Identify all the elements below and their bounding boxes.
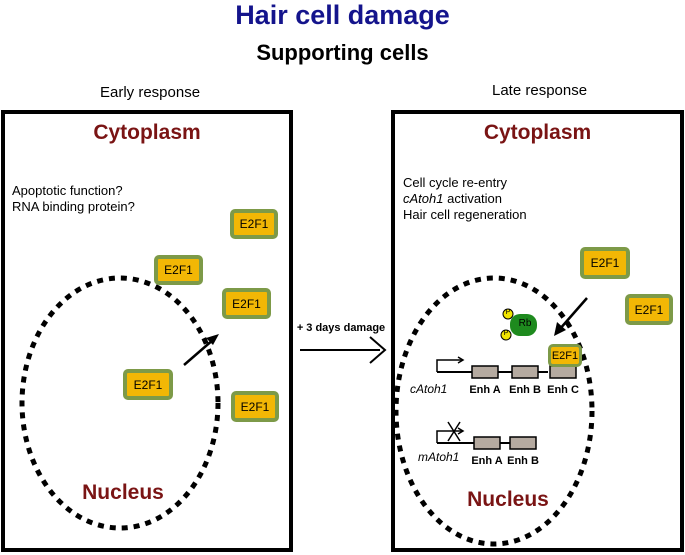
phospho-group-2	[500, 329, 512, 341]
late-note-line: Cell cycle re-entry	[403, 175, 508, 190]
enhancer-label: Enh B	[509, 384, 541, 396]
rb-protein	[510, 314, 537, 336]
e2f1-protein: E2F1	[230, 209, 278, 239]
late-note-line: cAtoh1 activation	[403, 191, 527, 207]
enhancer-label: Enh C	[547, 384, 579, 396]
matoh1-gene-label: mAtoh1	[418, 450, 460, 464]
enhancer-label: Enh A	[469, 384, 501, 396]
e2f1-protein: E2F1	[154, 255, 203, 285]
enhancer-label: Enh B	[507, 455, 539, 467]
e2f1-protein: E2F1	[222, 288, 271, 319]
e2f1-protein: E2F1	[231, 391, 279, 422]
enhancer-label: Enh A	[471, 455, 503, 467]
late-translocation-arrow	[558, 297, 588, 331]
catoh1-enh-c-box	[549, 365, 577, 379]
early-response-panel	[1, 110, 293, 552]
early-arrow-head	[206, 334, 219, 345]
catoh1-promoter-arrow	[436, 359, 462, 372]
e2f1-bound-enhancer: E2F1	[548, 344, 582, 367]
diagram-title: Hair cell damage	[235, 0, 450, 30]
transition-label: + 3 days damage	[296, 322, 386, 334]
phospho-label: P	[505, 309, 511, 316]
phospho-group-1	[502, 308, 514, 320]
e2f1-protein: E2F1	[580, 247, 630, 279]
late-nucleus-membrane	[393, 275, 595, 547]
phospho-label: P	[503, 330, 509, 337]
early-cytoplasm-label: Cytoplasm	[93, 121, 201, 144]
late-response-panel	[391, 110, 684, 552]
e2f1-protein: E2F1	[123, 369, 173, 400]
late-note-rest: activation	[443, 191, 503, 206]
catoh1-enh-a-box	[471, 365, 499, 379]
early-translocation-arrow	[183, 338, 215, 366]
rb-label: Rb	[518, 318, 532, 329]
late-arrow-head	[554, 322, 566, 336]
matoh1-enh-a-box	[473, 436, 501, 450]
catoh1-enh-b-box	[511, 365, 539, 379]
late-note-gene: cAtoh1	[403, 191, 444, 206]
catoh1-gene-label: cAtoh1	[410, 382, 448, 396]
early-notes: Apoptotic function? RNA binding protein?	[12, 183, 135, 215]
e2f1-protein: E2F1	[625, 294, 673, 325]
early-note-line: RNA binding protein?	[12, 199, 135, 214]
late-note-line: Hair cell regeneration	[403, 207, 527, 222]
transition-arrow-head	[369, 336, 387, 364]
late-notes: Cell cycle re-entry cAtoh1 activation Ha…	[403, 175, 527, 223]
matoh1-enh-b-box	[509, 436, 537, 450]
early-response-header: Early response	[100, 84, 201, 101]
late-nucleus-label: Nucleus	[467, 488, 549, 511]
early-nucleus-label: Nucleus	[82, 481, 164, 504]
late-cytoplasm-label: Cytoplasm	[483, 121, 592, 144]
late-response-header: Late response	[492, 82, 588, 99]
diagram-subtitle: Supporting cells	[256, 40, 429, 65]
early-nucleus-membrane	[19, 275, 221, 531]
early-note-line: Apoptotic function?	[12, 183, 123, 198]
